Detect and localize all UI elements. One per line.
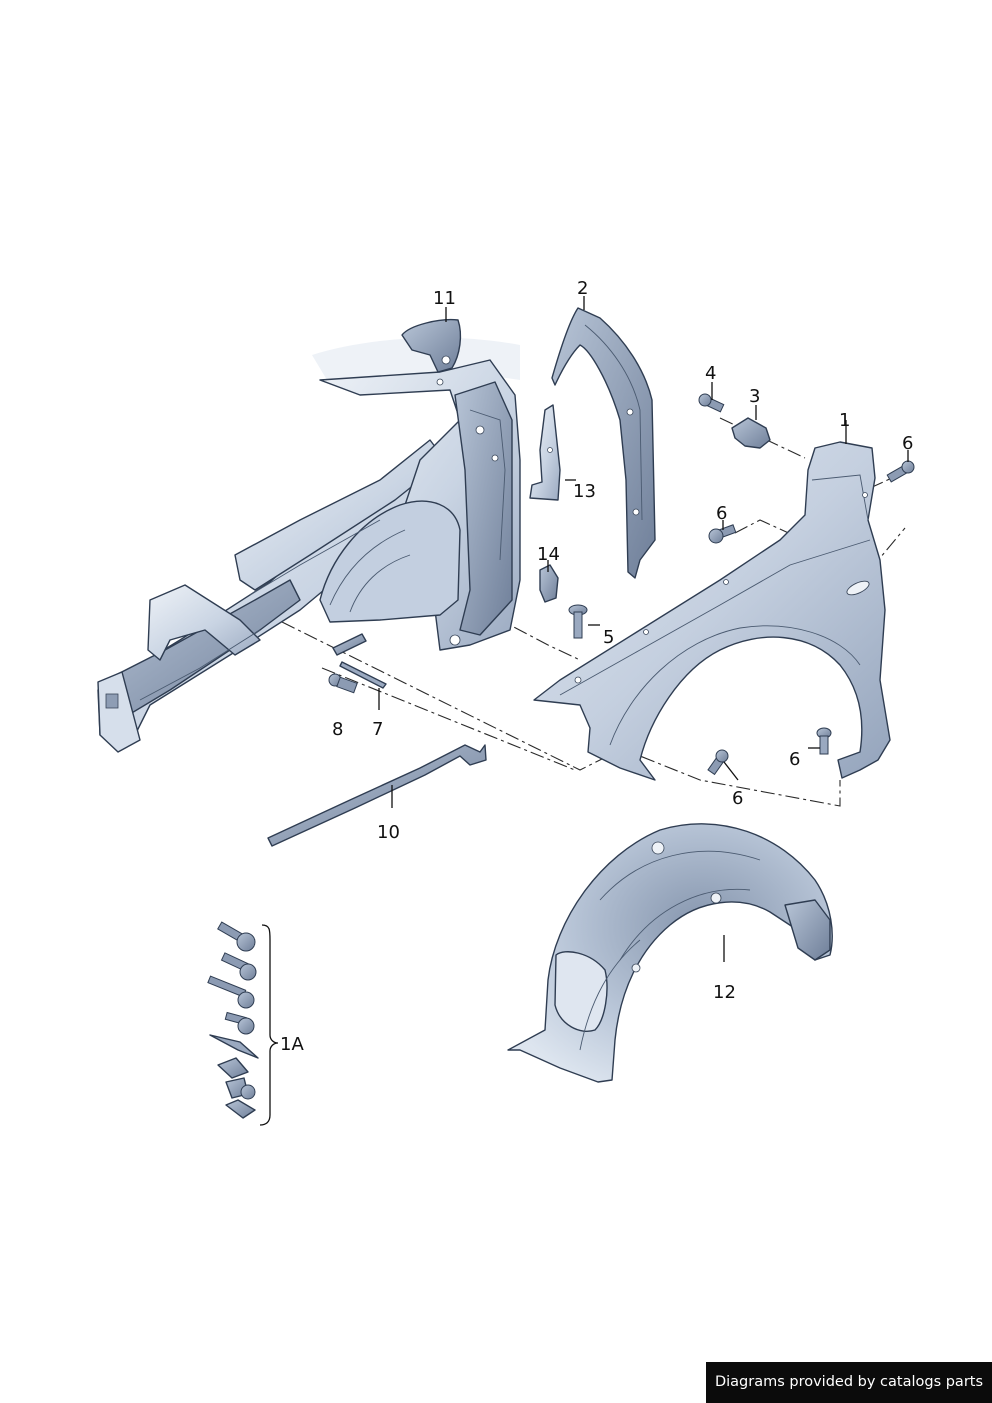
part-13-bracket <box>529 404 561 501</box>
fastener-1a-7 <box>225 1077 256 1100</box>
callout-8: 8 <box>332 719 343 740</box>
callout-7: 7 <box>372 719 383 740</box>
part-14-plate <box>539 564 559 603</box>
screw-6-top <box>886 460 915 483</box>
fastener-1a-4 <box>224 1011 255 1035</box>
callout-6-mid: 6 <box>716 503 727 524</box>
footer-credit-badge: Diagrams provided by catalogs parts <box>706 1362 992 1403</box>
leader-lines <box>378 296 909 962</box>
callout-14: 14 <box>537 544 560 565</box>
part-1a-fastener-set <box>207 921 279 1126</box>
callout-4: 4 <box>705 363 716 384</box>
screw-4 <box>698 393 725 413</box>
fastener-1a-2 <box>220 952 257 981</box>
fastener-1a-5 <box>209 1034 259 1059</box>
callout-3: 3 <box>749 386 760 407</box>
callout-6-lower: 6 <box>732 788 743 809</box>
callout-6-right: 6 <box>789 749 800 770</box>
body-structure <box>97 337 521 753</box>
part-3-bracket <box>731 417 771 449</box>
fastener-1a-1 <box>217 921 256 952</box>
callout-11: 11 <box>433 288 456 309</box>
callout-13: 13 <box>573 481 596 502</box>
fastener-1a-6 <box>217 1057 249 1079</box>
part-11-cap <box>401 318 462 373</box>
callout-10: 10 <box>377 822 400 843</box>
callout-1a: 1A <box>280 1034 304 1055</box>
callout-5: 5 <box>603 627 614 648</box>
part-12-liner <box>507 823 833 1083</box>
callout-6-top: 6 <box>902 433 913 454</box>
part-7-strip <box>332 633 387 689</box>
part-2-trim <box>551 307 656 579</box>
screw-6-lower <box>707 749 729 776</box>
part-10-strip <box>267 744 487 847</box>
part-1-fender <box>533 441 891 781</box>
group-brace <box>259 924 279 1126</box>
screw-8 <box>328 673 358 694</box>
callout-12: 12 <box>713 982 736 1003</box>
callout-2: 2 <box>577 278 588 299</box>
callout-1: 1 <box>839 410 850 431</box>
fastener-1a-8 <box>225 1099 256 1119</box>
screw-6-right <box>816 727 832 755</box>
screw-5 <box>568 604 588 639</box>
callout-labels: 11 2 4 3 1 6 13 6 14 5 8 7 6 6 10 12 1A <box>280 278 913 1055</box>
fastener-1a-3 <box>207 975 255 1009</box>
